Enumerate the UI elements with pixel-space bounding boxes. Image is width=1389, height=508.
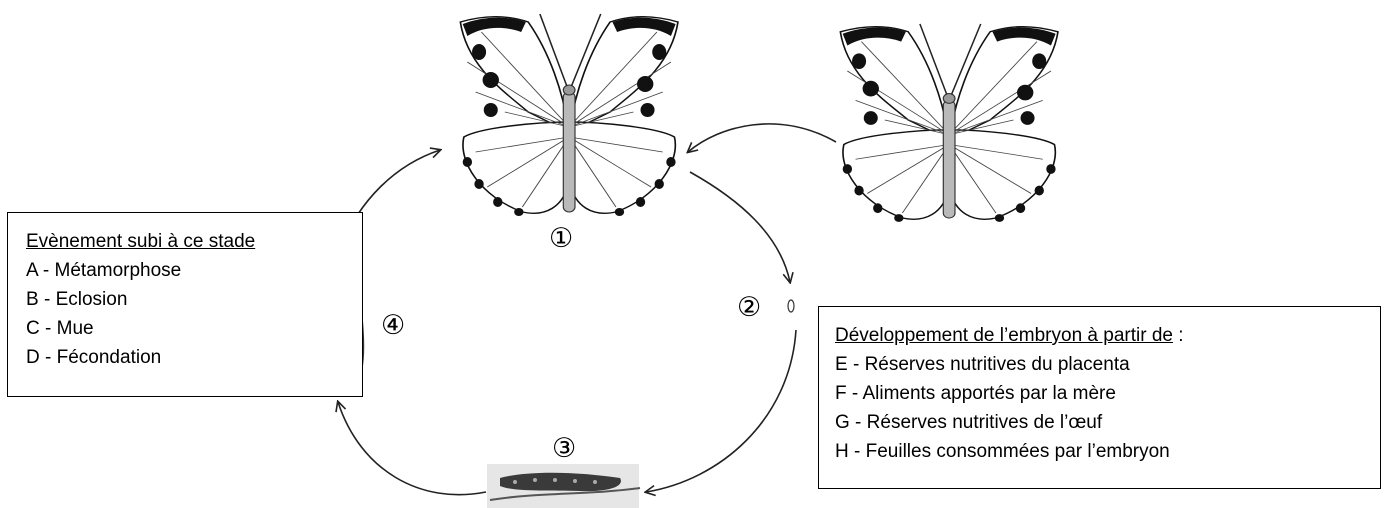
option-letter: G <box>835 412 850 433</box>
option-a: A - Métamorphose <box>26 256 362 285</box>
option-letter: D <box>26 347 40 368</box>
caterpillar-icon <box>487 464 640 508</box>
option-e: E - Réserves nutritives du placenta <box>835 350 1380 379</box>
embryo-box-title-suffix: : <box>1173 325 1184 346</box>
option-text: Aliments apportés par la mère <box>862 383 1115 404</box>
option-text: Feuilles consommées par l’embryon <box>866 441 1170 462</box>
option-letter: B <box>26 289 39 310</box>
option-text: Fécondation <box>57 347 162 368</box>
embryo-development-box: Développement de l’embryon à partir de :… <box>818 306 1381 489</box>
option-text: Mue <box>57 318 94 339</box>
option-letter: E <box>835 354 848 375</box>
option-h: H - Feuilles consommées par l’embryon <box>835 437 1380 466</box>
embryo-box-title: Développement de l’embryon à partir de <box>835 325 1173 346</box>
option-text: Métamorphose <box>55 260 182 281</box>
option-g: G - Réserves nutritives de l’œuf <box>835 408 1380 437</box>
option-letter: H <box>835 441 849 462</box>
stage-number-4: ④ <box>381 311 405 341</box>
option-b: B - Eclosion <box>26 285 362 314</box>
stage-number-1: ① <box>549 224 573 254</box>
adult-butterfly-stage-1 <box>460 14 678 216</box>
embryo-box-title-line: Développement de l’embryon à partir de : <box>835 321 1380 350</box>
arrow-egg-to-caterpillar <box>646 330 796 492</box>
option-letter: C <box>26 318 40 339</box>
option-text: Réserves nutritives de l’œuf <box>867 412 1102 433</box>
arrow-partner-to-adult <box>688 124 836 152</box>
option-d: D - Fécondation <box>26 343 362 372</box>
option-letter: F <box>835 383 847 404</box>
stage-number-3: ③ <box>552 434 576 464</box>
egg-icon <box>788 300 794 312</box>
option-f: F - Aliments apportés par la mère <box>835 379 1380 408</box>
option-c: C - Mue <box>26 314 362 343</box>
arrow-caterpillar-to-chrysalis <box>338 402 486 495</box>
option-letter: A <box>26 260 38 281</box>
option-text: Eclosion <box>56 289 128 310</box>
stage-number-2: ② <box>737 293 761 323</box>
option-text: Réserves nutritives du placenta <box>865 354 1130 375</box>
event-question-box: Evènement subi à ce stade A - Métamorpho… <box>7 212 363 397</box>
partner-butterfly <box>840 24 1058 222</box>
arrow-adult-to-egg <box>690 172 790 282</box>
event-box-title: Evènement subi à ce stade <box>26 227 362 256</box>
